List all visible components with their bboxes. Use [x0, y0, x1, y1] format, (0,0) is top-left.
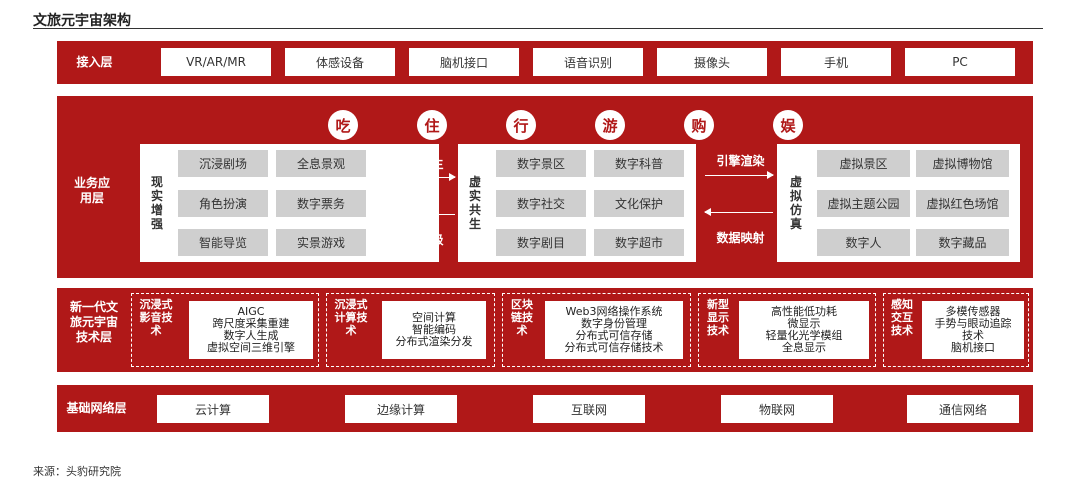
tech-line: 数字人生成: [223, 329, 279, 342]
circle-tour: 游: [595, 110, 625, 140]
coexistence-item: 数字景区: [496, 150, 586, 177]
reality-item: 沉浸剧场: [178, 150, 268, 177]
tech-line: 手势与眼动追踪: [934, 317, 1012, 330]
tech-line: AIGC: [237, 305, 265, 318]
network-layer-label: 基础网络层: [66, 401, 127, 415]
coexistence-item: 数字社交: [496, 190, 586, 217]
tech-line: 智能编码: [412, 323, 456, 336]
tech-group-new-display: 新型显示技术 高性能低功耗 微显示 轻量化光学模组 全息显示: [698, 293, 876, 367]
coexistence-item: 文化保护: [594, 190, 684, 217]
tech-line: 轻量化光学模组: [765, 329, 843, 342]
virtual-simulation-panel: 虚拟仿真 虚拟景区 虚拟博物馆 虚拟主题公园 虚拟红色场馆 数字人 数字藏品: [777, 144, 1020, 262]
network-item-iot: 物联网: [721, 395, 833, 423]
business-layer-label: 业务应用层: [73, 176, 110, 205]
tech-group-immersive-compute: 沉浸式计算技术 空间计算 智能编码 分布式渲染分发: [326, 293, 495, 367]
coexistence-item: 数字超市: [594, 229, 684, 256]
tech-group-immersive-av: 沉浸式影音技术 AIGC 跨尺度采集重建 数字人生成 虚拟空间三维引擎: [131, 293, 319, 367]
tech-line: 技术: [962, 329, 984, 342]
tech-line: 全息显示: [782, 341, 826, 354]
network-item-telecom: 通信网络: [907, 395, 1019, 423]
tech-line: 分布式可信存储: [575, 329, 653, 342]
reality-item: 角色扮演: [178, 190, 268, 217]
reality-augmentation-panel: 现实增强 沉浸剧场 全息景观 角色扮演 数字票务 智能导览 实景游戏: [140, 144, 439, 262]
tech-line: 跨尺度采集重建: [212, 317, 290, 330]
tech-group-label: 区块链技术: [511, 298, 533, 337]
access-layer-label: 接入层: [76, 55, 113, 69]
access-item-phone: 手机: [781, 48, 891, 76]
circle-eat: 吃: [328, 110, 358, 140]
simulation-item: 虚拟主题公园: [817, 190, 910, 217]
tech-line: 脑机接口: [951, 341, 995, 354]
access-item-vr-ar-mr: VR/AR/MR: [161, 48, 271, 76]
tech-group-label: 感知交互技术: [891, 298, 913, 337]
circle-shop: 购: [684, 110, 714, 140]
virtual-simulation-label: 虚拟仿真: [789, 175, 802, 231]
engine-render-label: 引擎渲染: [716, 154, 765, 168]
virtual-coexistence-label: 虚实共生: [468, 175, 481, 231]
interaction-upgrade-arrow: [384, 210, 455, 218]
tech-layer-label: 新一代文旅元宇宙技术层: [69, 300, 118, 344]
reality-item: 数字票务: [276, 190, 366, 217]
tech-group-perception: 感知交互技术 多模传感器 手势与眼动追踪 技术 脑机接口: [883, 293, 1029, 367]
tech-line: 微显示: [787, 317, 821, 330]
tech-line: 空间计算: [412, 311, 456, 324]
access-item-speech: 语音识别: [533, 48, 643, 76]
network-item-cloud: 云计算: [157, 395, 269, 423]
engine-render-arrow: [705, 171, 774, 179]
virtual-coexistence-panel: 虚实共生 数字景区 数字科普 数字社交 文化保护 数字剧目 数字超市: [458, 144, 696, 262]
tech-group-content: 多模传感器 手势与眼动追踪 技术 脑机接口: [922, 301, 1024, 359]
tech-line: 分布式可信存储技术: [564, 341, 664, 354]
simulation-item: 虚拟景区: [817, 150, 910, 177]
source-note: 来源：头豹研究院: [33, 465, 121, 478]
reality-augmentation-label: 现实增强: [150, 175, 163, 231]
tech-group-content: Web3网络操作系统 数字身份管理 分布式可信存储 分布式可信存储技术: [545, 301, 683, 359]
tech-line: 高性能低功耗: [771, 305, 837, 318]
access-item-camera: 摄像头: [657, 48, 767, 76]
network-item-edge: 边缘计算: [345, 395, 457, 423]
title-divider: [33, 28, 1043, 29]
tech-group-label: 沉浸式计算技术: [334, 298, 368, 337]
coexistence-item: 数字科普: [594, 150, 684, 177]
tech-line: 虚拟空间三维引擎: [207, 341, 295, 354]
diagram-title: 文旅元宇宙架构: [33, 13, 131, 29]
data-mapping-arrow: [704, 208, 773, 216]
tech-line: 分布式渲染分发: [395, 335, 473, 348]
simulation-item: 虚拟博物馆: [916, 150, 1009, 177]
tech-group-blockchain: 区块链技术 Web3网络操作系统 数字身份管理 分布式可信存储 分布式可信存储技…: [502, 293, 691, 367]
simulation-item: 数字人: [817, 229, 910, 256]
access-item-somatosensory: 体感设备: [285, 48, 395, 76]
tech-group-content: 高性能低功耗 微显示 轻量化光学模组 全息显示: [739, 301, 869, 359]
reality-item: 实景游戏: [276, 229, 366, 256]
access-item-bci: 脑机接口: [409, 48, 519, 76]
circle-travel: 行: [506, 110, 536, 140]
tech-group-content: AIGC 跨尺度采集重建 数字人生成 虚拟空间三维引擎: [189, 301, 313, 359]
access-layer-band: 接入层 VR/AR/MR 体感设备 脑机接口 语音识别 摄像头 手机 PC: [57, 41, 1033, 84]
data-mapping-label: 数据映射: [716, 231, 765, 245]
interaction-upgrade-label: 交互升级: [395, 233, 444, 247]
tech-group-content: 空间计算 智能编码 分布式渲染分发: [382, 301, 486, 359]
network-layer-band: 基础网络层 云计算 边缘计算 互联网 物联网 通信网络: [57, 385, 1033, 432]
tech-group-label: 新型显示技术: [707, 298, 729, 337]
circle-entertain: 娱: [773, 110, 803, 140]
simulation-item: 数字藏品: [916, 229, 1009, 256]
access-item-pc: PC: [905, 48, 1015, 76]
reality-item: 智能导览: [178, 229, 268, 256]
digital-twin-arrow: [385, 173, 456, 181]
tech-line: 多模传感器: [945, 305, 1001, 318]
digital-twin-label: 数字孪生: [395, 157, 444, 171]
tech-line: 数字身份管理: [581, 317, 647, 330]
circle-stay: 住: [417, 110, 447, 140]
simulation-item: 虚拟红色场馆: [916, 190, 1009, 217]
reality-item: 全息景观: [276, 150, 366, 177]
business-layer-band: 业务应用层 吃 住 行 游 购 娱 现实增强 沉浸剧场 全息景观 角色扮演 数字…: [57, 96, 1033, 278]
tech-line: Web3网络操作系统: [565, 305, 663, 318]
coexistence-item: 数字剧目: [496, 229, 586, 256]
tech-layer-band: 新一代文旅元宇宙技术层 沉浸式影音技术 AIGC 跨尺度采集重建 数字人生成 虚…: [57, 288, 1033, 372]
network-item-internet: 互联网: [533, 395, 645, 423]
tech-group-label: 沉浸式影音技术: [139, 298, 173, 337]
